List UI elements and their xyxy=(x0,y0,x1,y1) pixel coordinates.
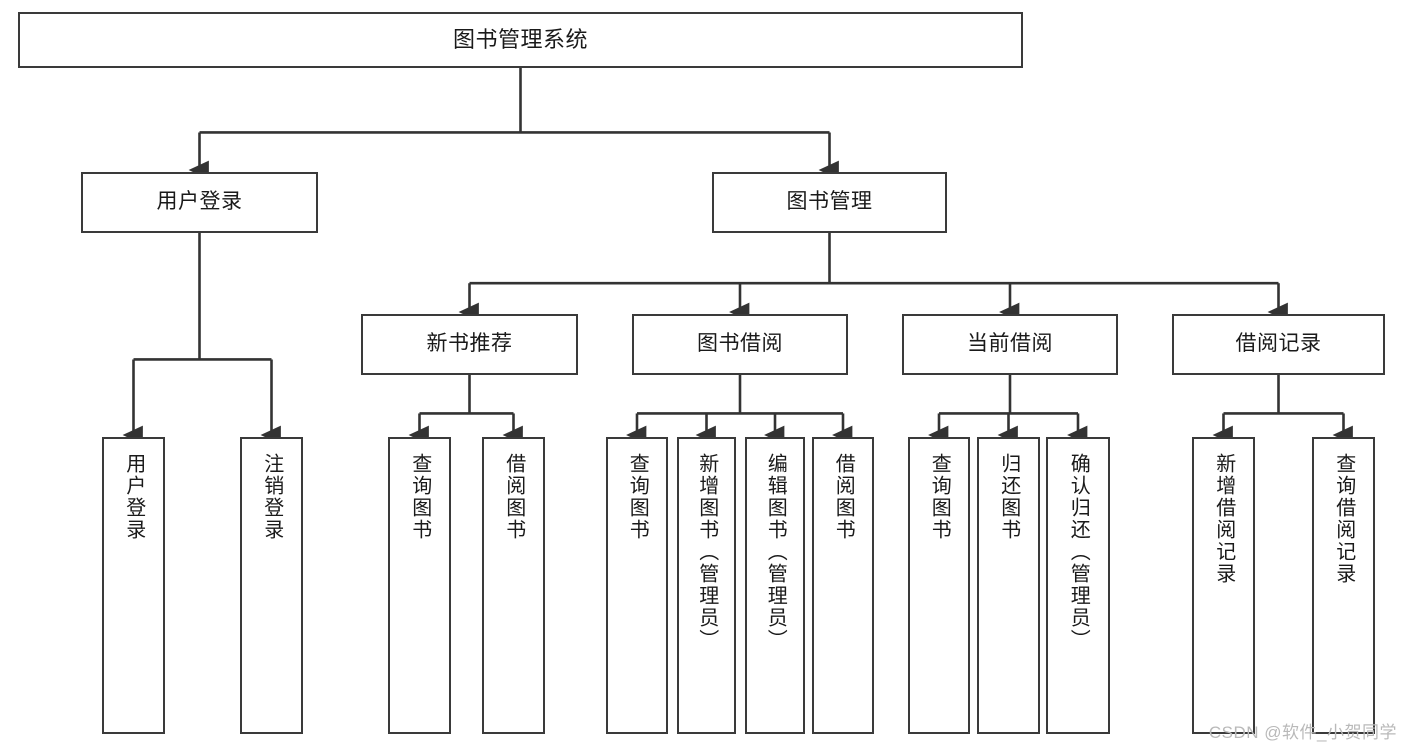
node-label: 查询图书 xyxy=(928,453,951,541)
node-label: 图书借阅 xyxy=(697,332,783,356)
node-label: 查询图书 xyxy=(626,453,649,541)
node-label: 查询借阅记录 xyxy=(1332,453,1355,585)
node-book-borrow[interactable]: 图书借阅 xyxy=(632,314,848,375)
node-book-management[interactable]: 图书管理 xyxy=(712,172,947,233)
leaf-node-borrow-book[interactable]: 借阅图书 xyxy=(812,437,874,734)
leaf-node-edit-book-admin[interactable]: 编辑图书（管理员） xyxy=(745,437,805,734)
node-user-login[interactable]: 用户登录 xyxy=(81,172,318,233)
leaf-node-query-book-current[interactable]: 查询图书 xyxy=(908,437,970,734)
leaf-node-add-borrow-record[interactable]: 新增借阅记录 xyxy=(1192,437,1255,734)
node-label: 新增借阅记录 xyxy=(1212,453,1235,585)
node-current-borrow[interactable]: 当前借阅 xyxy=(902,314,1118,375)
node-label: 图书管理 xyxy=(786,190,873,214)
node-label: 借阅图书 xyxy=(502,453,525,541)
node-label: 图书管理系统 xyxy=(452,27,588,53)
node-borrow-record[interactable]: 借阅记录 xyxy=(1172,314,1385,375)
node-label: 用户登录 xyxy=(122,453,145,541)
node-label: 当前借阅 xyxy=(967,332,1053,356)
leaf-node-user-login[interactable]: 用户登录 xyxy=(102,437,165,734)
node-root-system[interactable]: 图书管理系统 xyxy=(18,12,1023,68)
leaf-node-query-book-recommend[interactable]: 查询图书 xyxy=(388,437,451,734)
node-label: 用户登录 xyxy=(156,190,243,214)
node-label: 确认归还（管理员） xyxy=(1067,453,1090,651)
node-label: 归还图书 xyxy=(997,453,1020,541)
leaf-node-user-logout[interactable]: 注销登录 xyxy=(240,437,303,734)
node-label: 借阅记录 xyxy=(1235,332,1322,356)
node-label: 新增图书（管理员） xyxy=(695,453,718,651)
node-label: 查询图书 xyxy=(408,453,431,541)
watermark-text: CSDN @软件_小贺同学 xyxy=(1208,723,1397,742)
leaf-node-query-borrow-record[interactable]: 查询借阅记录 xyxy=(1312,437,1375,734)
leaf-node-borrow-book-recommend[interactable]: 借阅图书 xyxy=(482,437,545,734)
leaf-node-return-book[interactable]: 归还图书 xyxy=(977,437,1040,734)
node-label: 新书推荐 xyxy=(426,332,513,356)
node-new-book-recommend[interactable]: 新书推荐 xyxy=(361,314,578,375)
node-label: 借阅图书 xyxy=(832,453,855,541)
node-label: 编辑图书（管理员） xyxy=(764,453,787,651)
leaf-node-add-book-admin[interactable]: 新增图书（管理员） xyxy=(677,437,736,734)
leaf-node-query-book-borrow[interactable]: 查询图书 xyxy=(606,437,668,734)
node-label: 注销登录 xyxy=(260,453,283,541)
leaf-node-confirm-return-admin[interactable]: 确认归还（管理员） xyxy=(1046,437,1110,734)
